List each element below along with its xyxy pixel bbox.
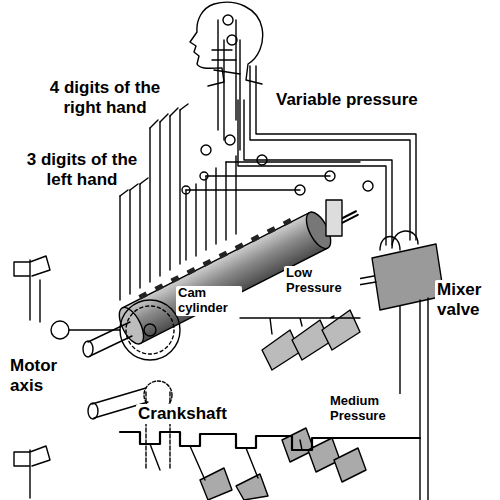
- gear-hub: [144, 324, 156, 336]
- crankshaft: [120, 432, 420, 450]
- small-gear: [51, 321, 69, 339]
- head-pulley: [223, 15, 233, 25]
- part-label: Motor axis: [8, 356, 74, 395]
- mixer-valve-body: [372, 244, 444, 310]
- indicator-stem: [39, 280, 40, 322]
- part-label: Variable pressure: [276, 90, 466, 110]
- part-label: Medium Pressure: [328, 394, 408, 424]
- part-label: Cam cylinder: [176, 286, 242, 316]
- gear: [120, 300, 180, 360]
- gear-teeth: [126, 306, 174, 354]
- part-label: 4 digits of the right hand: [30, 78, 180, 117]
- part-label: Low Pressure: [284, 266, 360, 296]
- drive-shaft: [69, 329, 120, 330]
- part-label: 3 digits of the left hand: [12, 150, 152, 189]
- shaft-end: [83, 341, 93, 357]
- indicator-flags: [14, 446, 50, 498]
- part-label: Crankshaft: [136, 404, 250, 424]
- head-rods: [218, 20, 240, 150]
- guide-pulleys: [182, 135, 373, 195]
- bellows-linkage: [240, 316, 360, 334]
- follower-valve: [326, 200, 342, 236]
- crank-rods: [150, 440, 302, 480]
- indicator-flags: [14, 256, 50, 320]
- part-label: Mixer valve: [435, 280, 497, 319]
- mixer-loops: [380, 231, 418, 250]
- shaft-end: [88, 403, 98, 419]
- motor-shaft: [88, 322, 132, 356]
- low-pressure-bellows: [262, 310, 360, 370]
- cam-cylinder: [113, 190, 366, 348]
- head-outline: [190, 2, 263, 86]
